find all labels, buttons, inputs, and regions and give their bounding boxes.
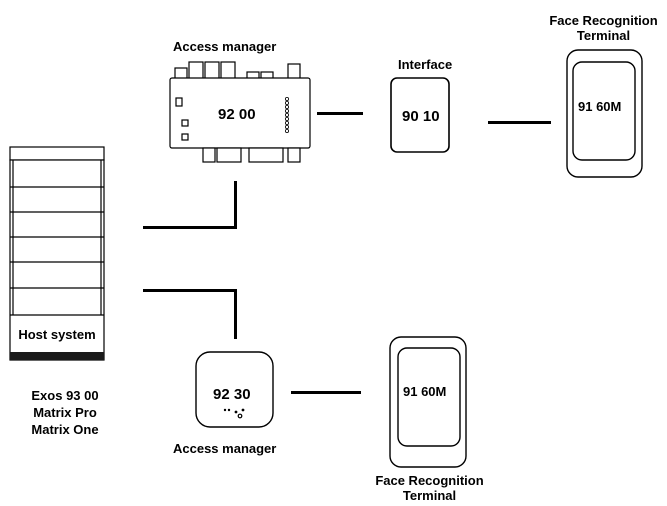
interface-title: Interface (398, 57, 453, 72)
access-manager-9230-device (195, 351, 274, 428)
host-model-1: Exos 93 00 (31, 388, 99, 403)
access-manager-9200-device (169, 61, 311, 163)
access-manager-top-code: 92 00 (218, 106, 256, 123)
host-model-2: Matrix Pro (33, 405, 97, 420)
connector-host-to-9200-vertical (234, 181, 237, 229)
face-terminal-top-code: 91 60M (578, 99, 622, 114)
connector-9200-to-9010 (317, 112, 363, 115)
interface-9010-device (390, 77, 450, 153)
host-system-rack (9, 146, 105, 361)
face-terminal-bottom-code: 91 60M (403, 384, 447, 399)
host-system-base (10, 352, 104, 360)
connector-host-to-9230-horizontal (143, 289, 237, 292)
face-terminal-top-title-line1: Face Recognition (549, 13, 658, 28)
access-manager-bottom-code: 92 30 (213, 386, 251, 403)
connector-host-to-9230-vertical (234, 289, 237, 339)
host-model-3: Matrix One (31, 422, 99, 437)
access-manager-bottom-title: Access manager (173, 441, 277, 456)
face-terminal-bottom-device (389, 336, 467, 468)
face-terminal-top-title-line2: Terminal (576, 28, 631, 43)
face-terminal-bottom-title-line1: Face Recognition (375, 473, 484, 488)
face-terminal-top-device (566, 49, 643, 178)
host-system-label: Host system (18, 327, 96, 342)
interface-code: 90 10 (402, 108, 440, 125)
status-dots-icon (223, 408, 245, 419)
connector-host-to-9200-horizontal (143, 226, 237, 229)
connector-9010-to-terminal-top (488, 121, 551, 124)
connector-9230-to-terminal-bottom (291, 391, 361, 394)
led-column-icon (284, 97, 289, 133)
access-manager-top-title: Access manager (173, 39, 277, 54)
face-terminal-bottom-title-line2: Terminal (402, 488, 457, 503)
